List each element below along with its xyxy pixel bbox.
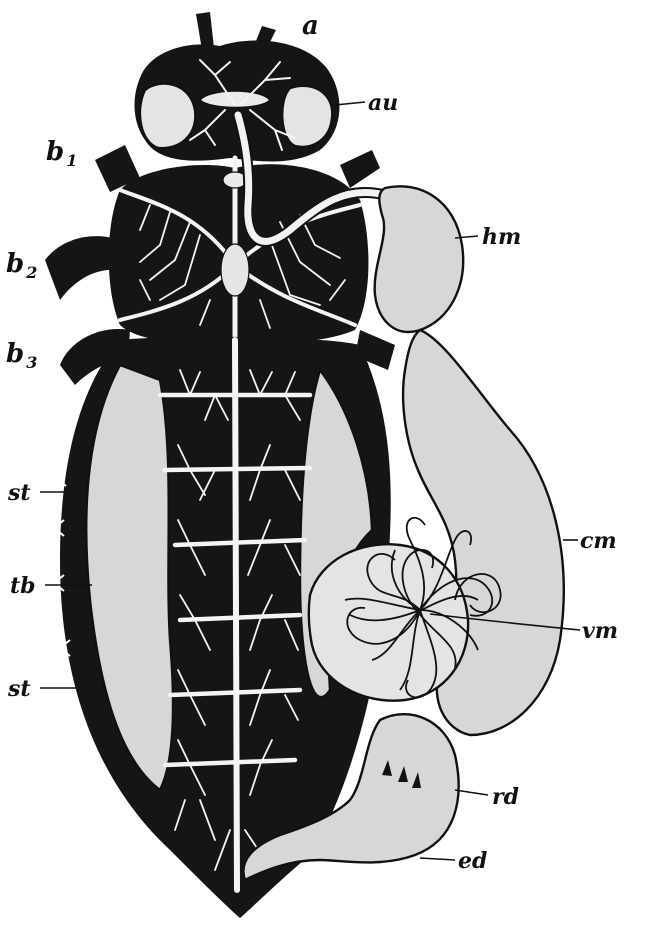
abdomen-fine-tracheae — [174, 369, 301, 871]
leg-1-right — [340, 150, 380, 188]
small-intestine — [307, 543, 470, 702]
thorax-fine-tracheae — [139, 204, 346, 329]
label-cm: cm — [580, 528, 617, 554]
label-st-upper: st — [7, 480, 31, 506]
rectal-pads — [382, 760, 421, 788]
tracheal-sac-left — [85, 363, 175, 792]
rectum — [242, 713, 460, 882]
label-ed: ed — [458, 848, 487, 874]
leader-rd — [454, 789, 489, 796]
thoracic-ganglion-2 — [220, 243, 250, 297]
stigmata-notches — [52, 469, 79, 717]
malpighian-loop — [454, 573, 502, 614]
label-hm: hm — [482, 224, 521, 250]
honey-stomach — [373, 185, 465, 333]
leader-lines — [40, 101, 581, 861]
eye-right — [281, 84, 334, 149]
leader-hm — [454, 235, 479, 239]
label-a: a — [302, 11, 319, 41]
leader-au — [334, 101, 366, 106]
eye-left — [138, 82, 197, 150]
thorax — [45, 145, 395, 385]
head-tracheae — [189, 59, 296, 151]
nerve-cord-abdomen — [232, 337, 240, 893]
leader-ed — [419, 857, 456, 861]
leader-vm — [429, 613, 581, 631]
malpighian-tubules-fine — [371, 549, 479, 669]
leg-2-left — [45, 236, 120, 300]
label-au: au — [368, 90, 398, 116]
antenna-left — [196, 12, 214, 50]
label-tb: tb — [10, 573, 36, 599]
label-st-lower: st — [7, 676, 31, 702]
digestive-tract — [232, 109, 565, 882]
leg-3-left — [60, 329, 130, 385]
leg-1-left — [95, 145, 140, 192]
malpighian-vessels — [344, 516, 502, 699]
malpighian-tubules — [344, 516, 494, 699]
label-rd: rd — [492, 784, 519, 810]
segmental-tracheae — [157, 392, 313, 768]
brain — [198, 90, 271, 109]
chyle-stomach — [401, 328, 565, 737]
esophagus — [234, 111, 389, 245]
label-vm: vm — [582, 618, 618, 644]
abdomen — [52, 336, 391, 919]
head — [134, 12, 340, 162]
